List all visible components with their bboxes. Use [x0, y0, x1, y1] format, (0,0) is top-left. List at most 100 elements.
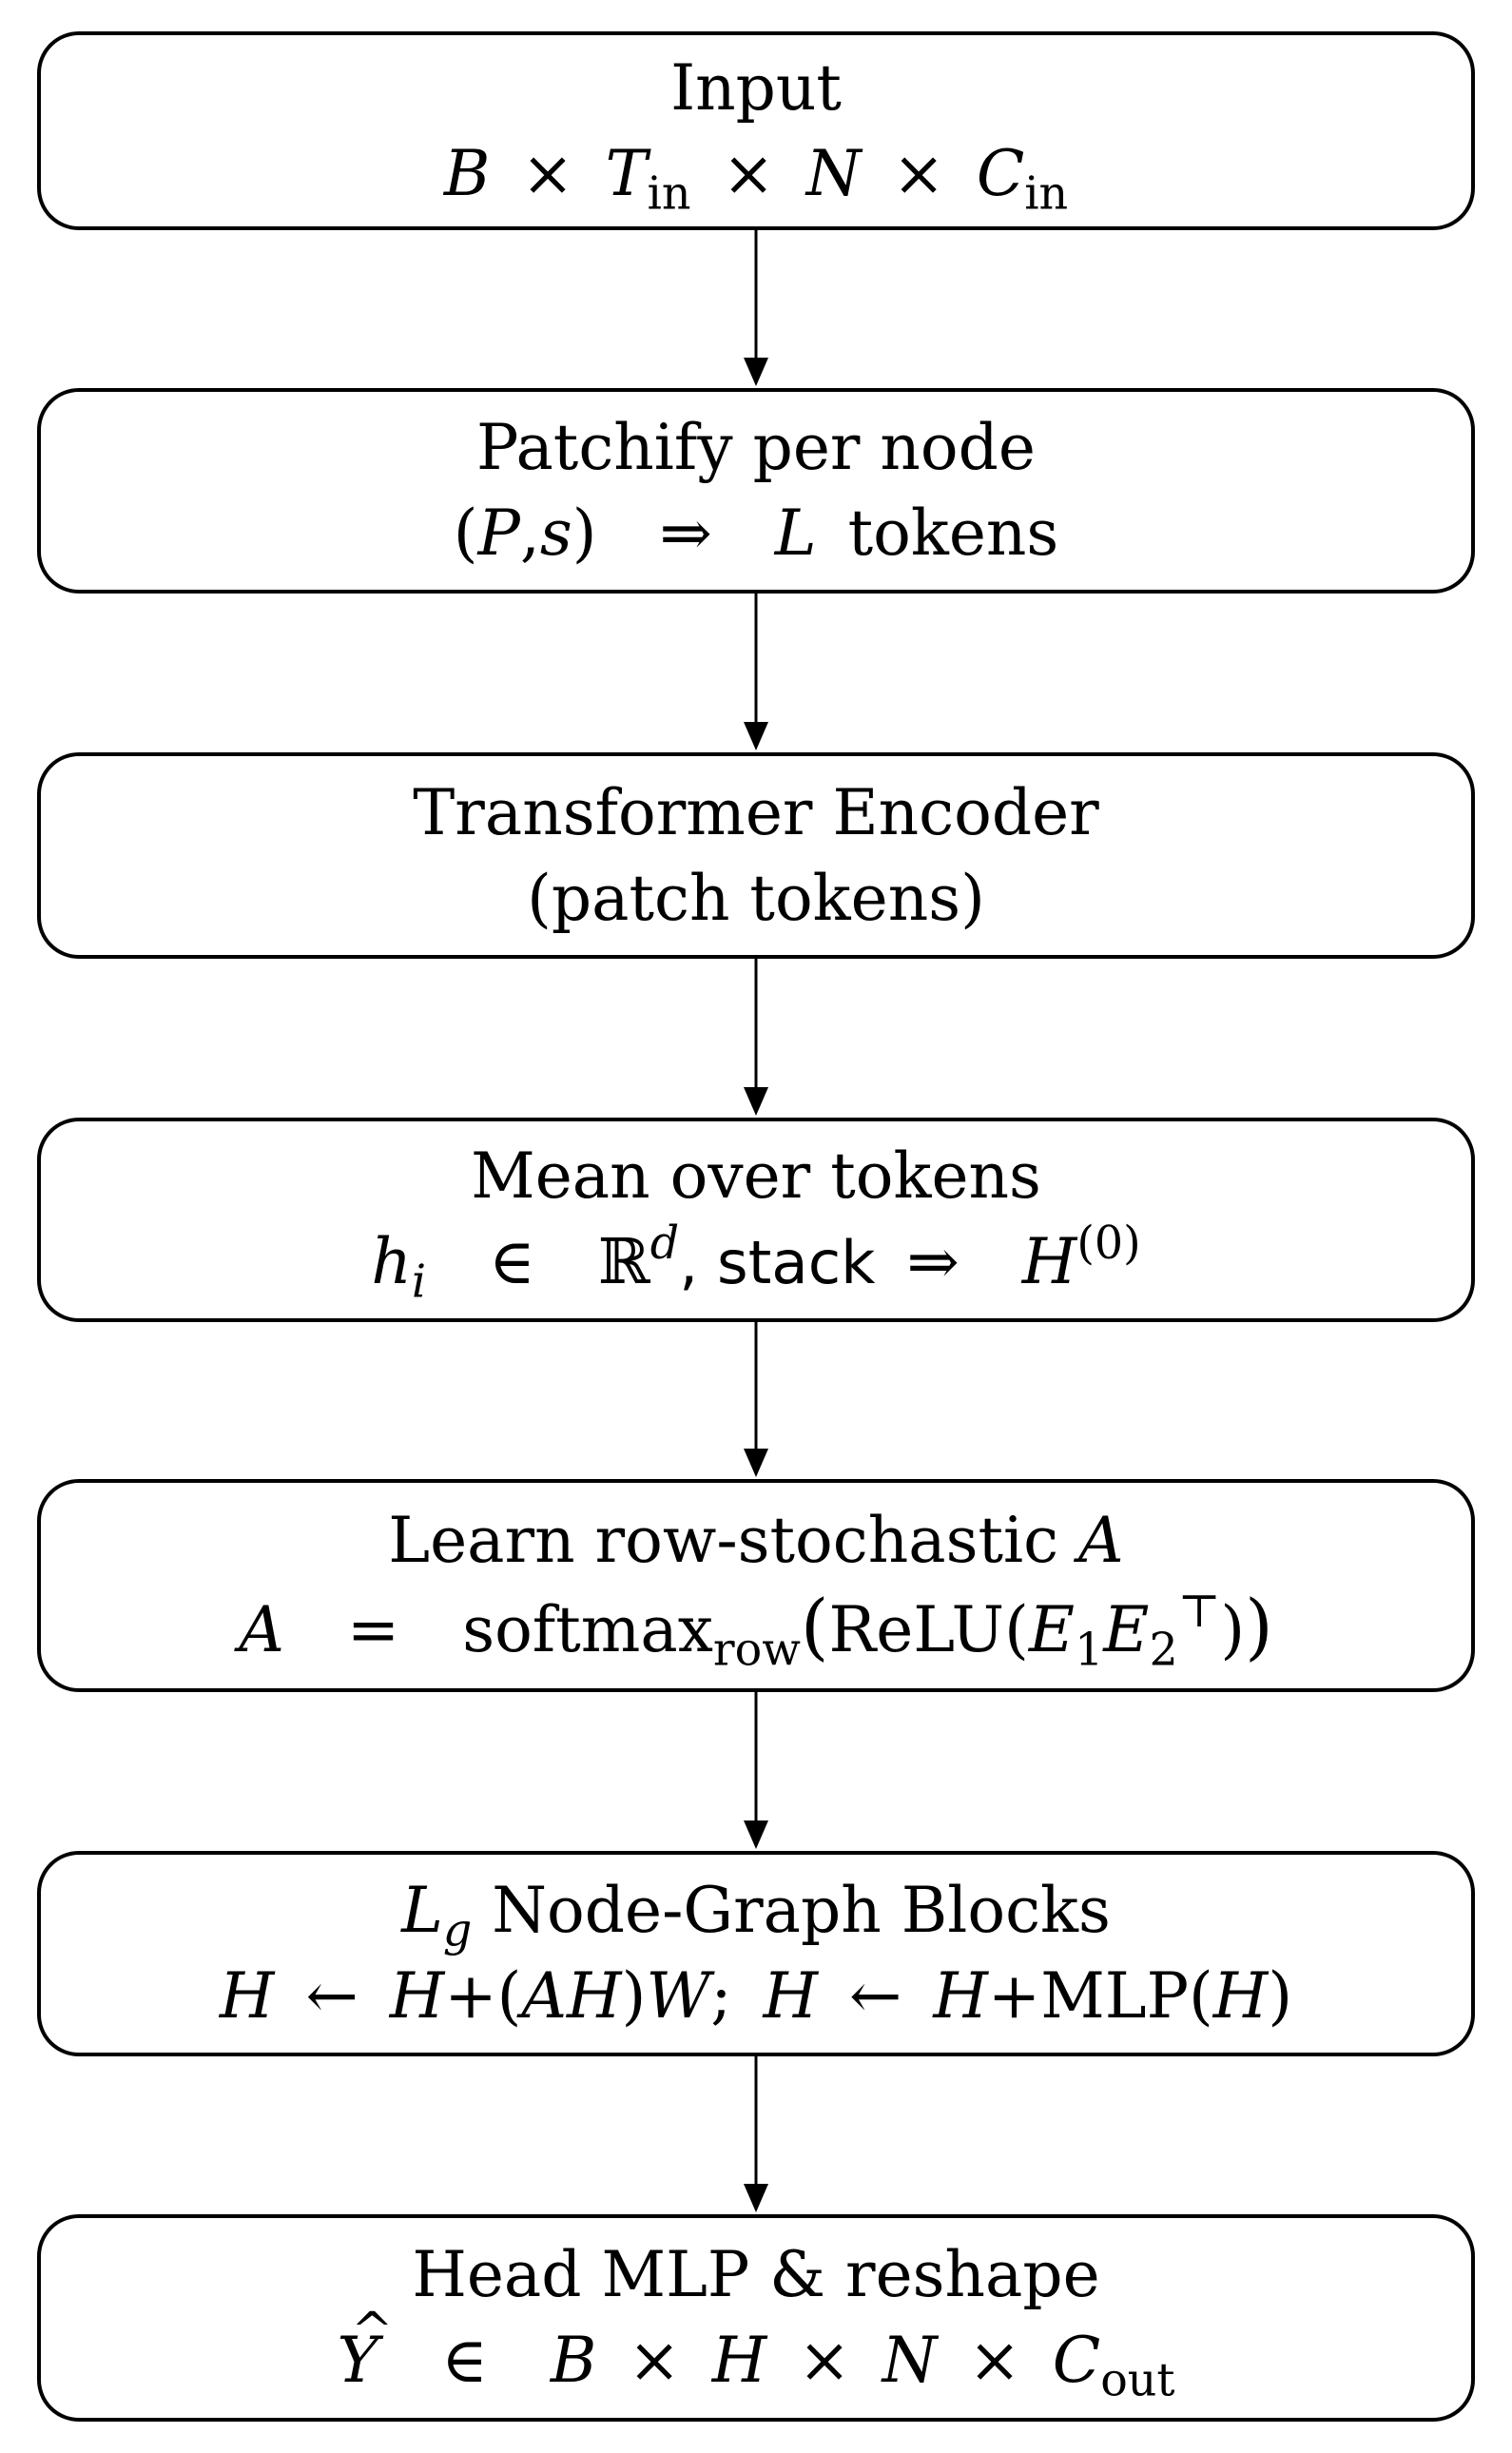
var-c: C	[1052, 2324, 1101, 2397]
left-arrow-symbol: ←	[305, 1959, 359, 2033]
node-input-formula: B × Tin × N × Cin	[444, 131, 1068, 217]
tokens-word: tokens	[847, 496, 1059, 570]
edge-patchify-to-transformer	[744, 592, 768, 750]
node-head-title: Head MLP & reshape	[412, 2238, 1100, 2311]
stack-word: , stack	[679, 1228, 876, 1297]
node-graph-blocks: Lg Node-Graph Blocks H←H+(AH)W;H←H+MLP(H…	[37, 1851, 1475, 2056]
var-h: h	[371, 1225, 412, 1298]
lparen: (	[1189, 1959, 1213, 2033]
var-h: H	[219, 1959, 275, 2033]
var-p: P	[477, 496, 520, 570]
node-learn-adjacency: Learn row-stochastic A A=softmaxrow(ReLU…	[37, 1479, 1475, 1692]
plus-symbol: +	[444, 1959, 497, 2033]
var-a: A	[1078, 1504, 1124, 1577]
comma: ,	[519, 496, 540, 570]
var-l: L	[774, 496, 817, 570]
plus-symbol: +	[987, 1959, 1041, 2033]
var-e2: E	[1103, 1593, 1150, 1666]
node-learn-title: Learn row-stochastic A	[388, 1498, 1123, 1584]
node-transformer: Transformer Encoder (patch tokens)	[37, 752, 1475, 959]
subscript-i: i	[411, 1256, 427, 1309]
mlp-word: MLP	[1040, 1959, 1190, 2033]
var-b: B	[443, 136, 491, 210]
times-symbol: ×	[521, 136, 574, 210]
equals-symbol: =	[346, 1593, 400, 1666]
edge-blocks-to-head	[744, 2054, 768, 2212]
implies-symbol: ⇒	[659, 496, 712, 570]
times-symbol: ×	[892, 136, 945, 210]
rparen: )	[1268, 1959, 1293, 2033]
node-head-formula: Y ∈ B × H × N × Cout	[337, 2288, 1175, 2407]
var-l: L	[401, 1874, 443, 1947]
node-mean: Mean over tokens hi ∈ ℝd, stack ⇒ H(0)	[37, 1118, 1475, 1322]
var-h: H	[389, 1959, 445, 2033]
subscript-in: in	[1024, 166, 1069, 220]
var-w: W	[646, 1959, 711, 2033]
var-e1: E	[1028, 1593, 1076, 1666]
rparen: )	[1245, 1585, 1273, 1668]
times-symbol: ×	[628, 2324, 681, 2397]
edge-transformer-to-mean	[744, 957, 768, 1116]
var-n: N	[882, 2324, 938, 2397]
subscript-g: g	[442, 1904, 473, 1957]
node-mean-title: Mean over tokens	[471, 1139, 1041, 1213]
node-patchify-title: Patchify per node	[476, 411, 1036, 484]
lparen: (	[800, 1585, 829, 1668]
subscript-two: 2	[1149, 1624, 1178, 1677]
implies-symbol: ⇒	[906, 1225, 960, 1298]
rparen: )	[572, 496, 597, 570]
semicolon: ;	[710, 1959, 732, 2033]
var-h: H	[763, 1959, 819, 2033]
var-ah: AH	[521, 1959, 622, 2033]
subscript-row: row	[712, 1624, 801, 1677]
var-h: H	[1212, 1959, 1269, 2033]
var-h: H	[711, 2324, 767, 2397]
superscript-zero: (0)	[1076, 1217, 1141, 1270]
relu-word: ReLU	[828, 1593, 1005, 1666]
node-transformer-subtitle: (patch tokens)	[527, 861, 985, 935]
subscript-out: out	[1100, 2354, 1175, 2407]
blocks-title-text: Node-Graph Blocks	[472, 1874, 1111, 1947]
superscript-d: d	[649, 1217, 680, 1270]
lparen: (	[496, 1959, 522, 2033]
var-a: A	[239, 1593, 284, 1666]
rparen: )	[1220, 1593, 1246, 1666]
node-mean-formula: hi ∈ ℝd, stack ⇒ H(0)	[371, 1219, 1140, 1306]
element-of-symbol: ∈	[441, 2324, 488, 2397]
node-transformer-title: Transformer Encoder	[413, 775, 1099, 849]
times-symbol: ×	[722, 136, 775, 210]
var-t: T	[605, 136, 648, 210]
var-h: H	[933, 1959, 988, 2033]
var-y-hat: Y	[337, 2288, 392, 2404]
var-c: C	[976, 136, 1025, 210]
subscript-in: in	[647, 166, 691, 220]
var-h-cap: H	[1021, 1225, 1077, 1298]
times-symbol: ×	[798, 2324, 851, 2397]
var-b: B	[550, 2324, 597, 2397]
element-of-symbol: ∈	[489, 1225, 535, 1298]
var-s: s	[539, 496, 572, 570]
learn-title-text: Learn row-stochastic	[388, 1504, 1079, 1577]
node-head: Head MLP & reshape Y ∈ B × H × N × Cout	[37, 2214, 1475, 2422]
var-n: N	[805, 136, 862, 210]
lparen: (	[1004, 1593, 1029, 1666]
edge-mean-to-learn	[744, 1320, 768, 1477]
times-symbol: ×	[968, 2324, 1021, 2397]
node-input: Input B × Tin × N × Cin	[37, 31, 1475, 230]
node-blocks-title: Lg Node-Graph Blocks	[401, 1868, 1111, 1954]
rparen: )	[621, 1959, 647, 2033]
lparen: (	[453, 496, 478, 570]
transpose-symbol: ⊤	[1177, 1585, 1221, 1638]
subscript-one: 1	[1075, 1624, 1104, 1677]
softmax-word: softmax	[462, 1593, 713, 1666]
node-blocks-formula: H←H+(AH)W;H←H+MLP(H)	[220, 1954, 1292, 2039]
node-input-title: Input	[670, 50, 842, 125]
edge-learn-to-blocks	[744, 1690, 768, 1849]
left-arrow-symbol: ←	[849, 1959, 902, 2033]
edge-input-to-patchify	[744, 228, 768, 386]
reals-symbol: ℝ	[597, 1225, 650, 1298]
